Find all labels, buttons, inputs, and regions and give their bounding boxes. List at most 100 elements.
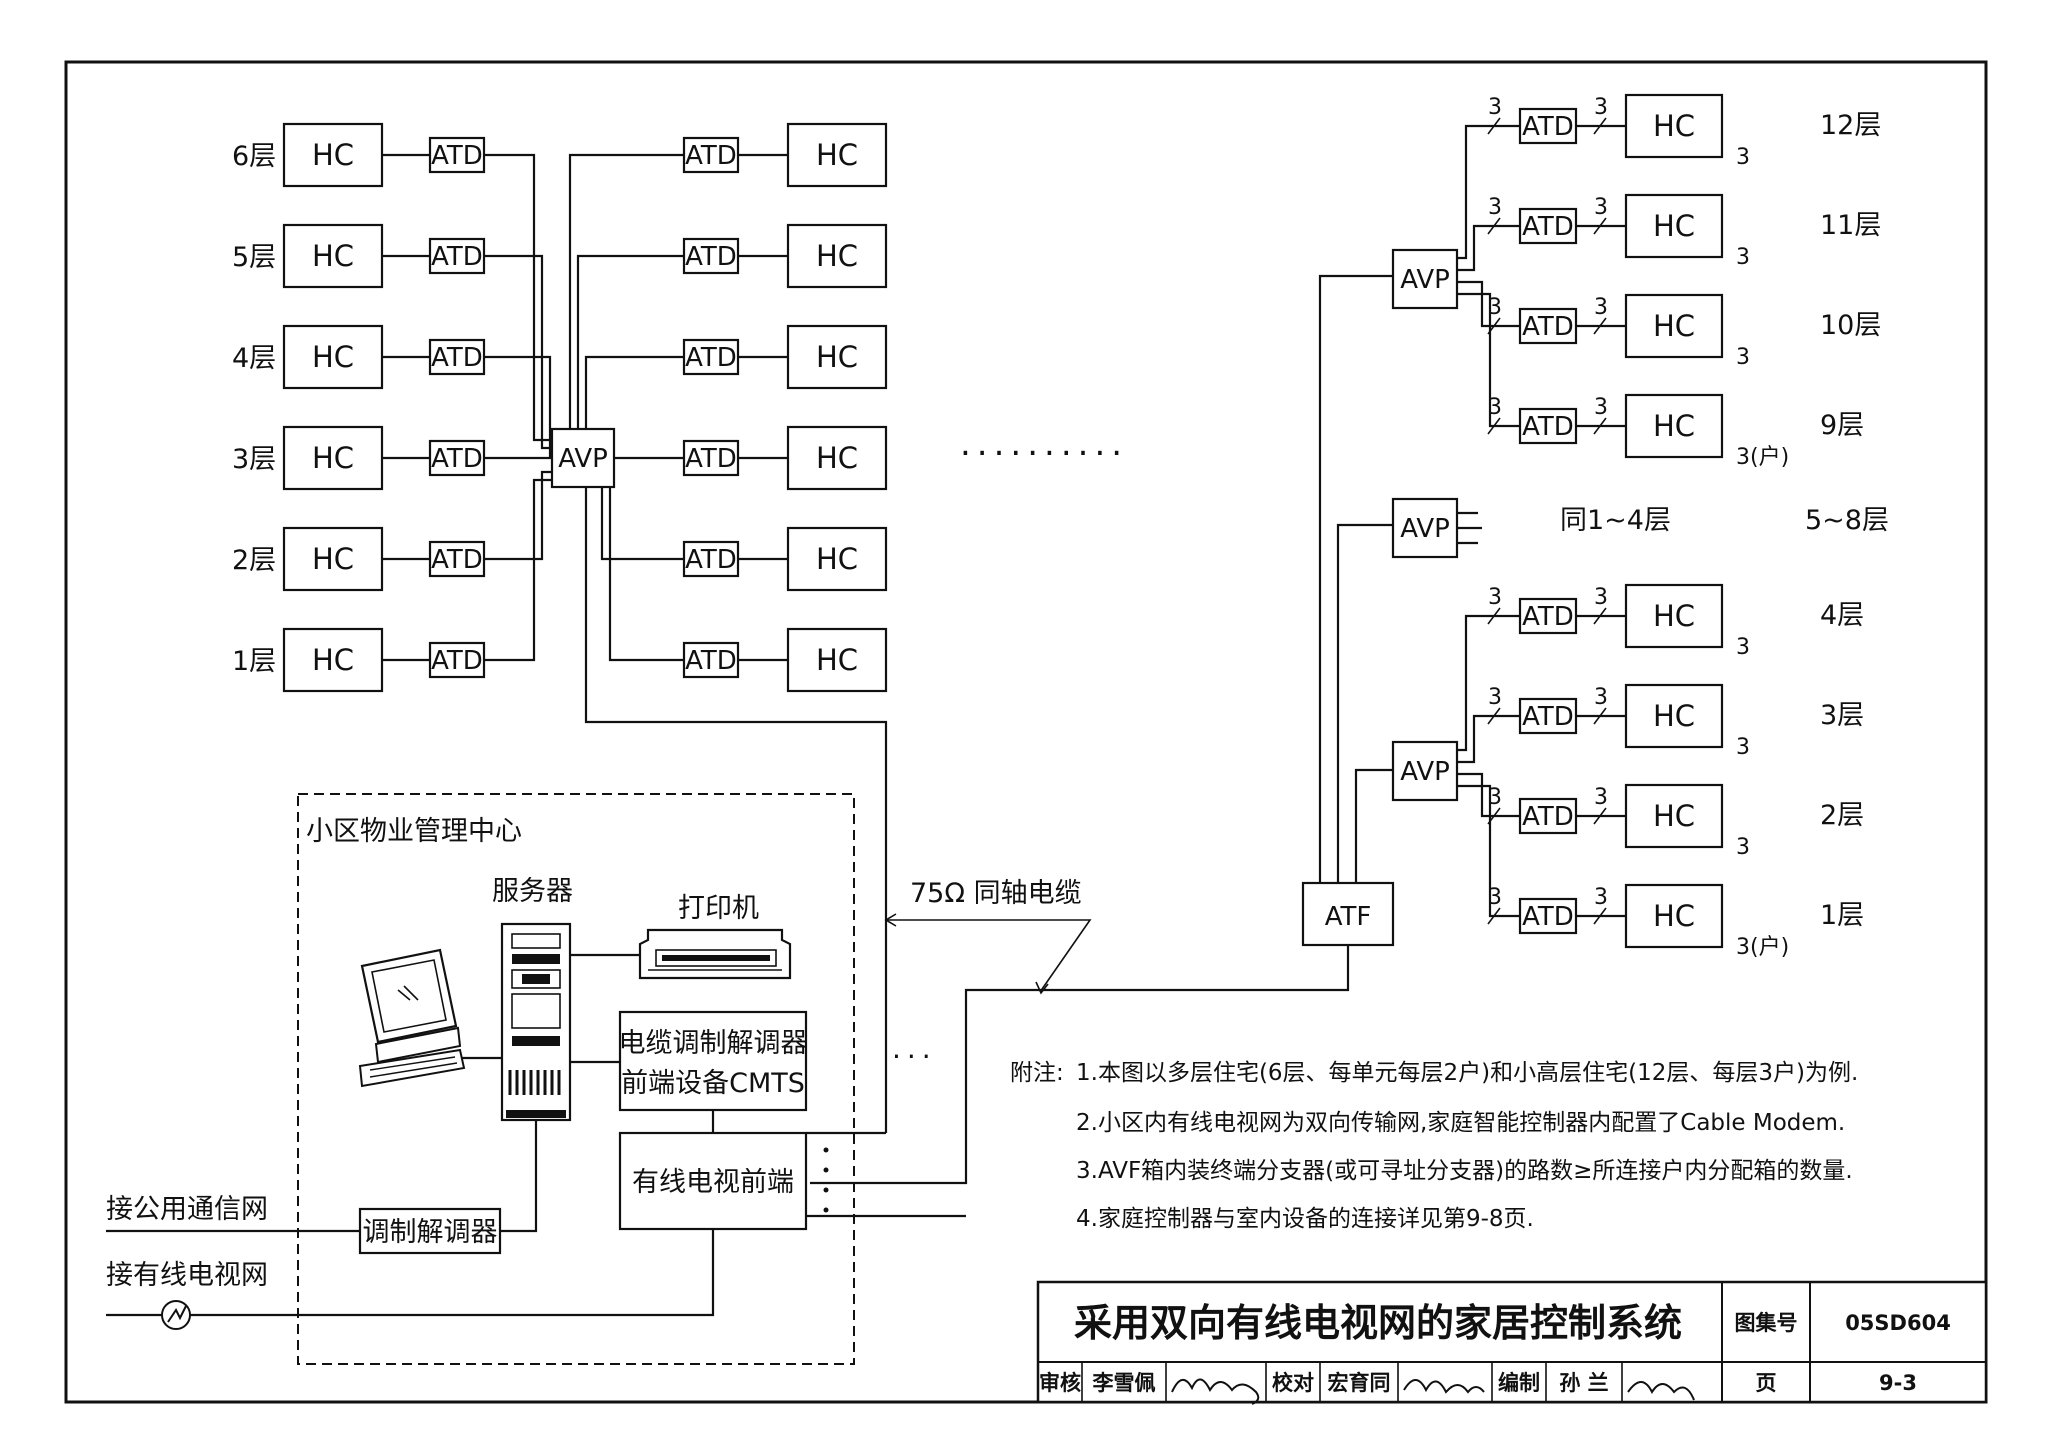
left-floor-label: 5层 [232, 242, 276, 273]
hr-atd-box [1518, 697, 1578, 735]
cable-count-slash [1487, 607, 1501, 625]
atlas-number: 05SD604 [1845, 1311, 1951, 1335]
avp-to-right-atd [568, 153, 684, 429]
cable-count: 3 [1488, 195, 1502, 220]
left-hc-label: HC [312, 340, 354, 374]
right-hc-box [786, 223, 888, 289]
cmts-line2: 前端设备CMTS [621, 1068, 805, 1099]
household-count: 3 [1736, 245, 1750, 270]
cable-count: 3 [1488, 585, 1502, 610]
right-hc-box [786, 122, 888, 188]
right-atd-label: ATD [685, 444, 737, 474]
household-count: 3(户) [1736, 445, 1789, 470]
server-to-modem [500, 1120, 538, 1233]
cable-count-slash [1487, 117, 1501, 135]
cable-count: 3 [1594, 685, 1608, 710]
avp-to-right-atd [584, 355, 684, 429]
atlas-label: 图集号 [1735, 1311, 1798, 1335]
cable-count-slash [1593, 807, 1607, 825]
hr-atd-label: ATD [1522, 412, 1574, 442]
hr-hc-label: HC [1653, 699, 1695, 733]
hr-hc-label: HC [1653, 309, 1695, 343]
server-label: 服务器 [492, 876, 573, 907]
cable-count-slash [1593, 217, 1607, 235]
hr-hc-box [1624, 293, 1724, 359]
cable-count-slash [1593, 417, 1607, 435]
cable-count: 3 [1594, 195, 1608, 220]
drawing-title: 采用双向有线电视网的家居控制系统 [1074, 1301, 1682, 1345]
left-hc-label: HC [312, 542, 354, 576]
cable-count: 3 [1594, 785, 1608, 810]
right-hc-label: HC [816, 340, 858, 374]
left-floor-label: 1层 [232, 646, 276, 677]
left-atd-box [428, 540, 486, 578]
avp-branch [1457, 292, 1520, 428]
left-atd-label: ATD [431, 242, 483, 272]
right-hc-box [786, 627, 888, 693]
cable-count: 3 [1594, 585, 1608, 610]
hr-atd-label: ATD [1522, 212, 1574, 242]
left-atd-to-avp [484, 478, 552, 662]
drafter-name: 孙 兰 [1559, 1371, 1608, 1395]
cable-count-slash [1593, 317, 1607, 335]
cable-count: 3 [1488, 295, 1502, 320]
right-atd-label: ATD [685, 141, 737, 171]
cable-count-slash [1593, 707, 1607, 725]
cable-count: 3 [1488, 885, 1502, 910]
hr-hc-label: HC [1653, 599, 1695, 633]
left-hc-box [282, 526, 384, 592]
hr-atd-box [1518, 207, 1578, 245]
right-atd-box [682, 136, 740, 174]
hr-atd-box [1518, 407, 1578, 445]
atf-feeder-middle [1336, 523, 1393, 883]
left-atd-label: ATD [431, 343, 483, 373]
household-count: 3 [1736, 635, 1750, 660]
catv-net-line [106, 1229, 715, 1317]
hr-hc-box [1624, 683, 1724, 749]
right-avp-middle-label: AVP [1400, 514, 1450, 544]
household-count: 3 [1736, 145, 1750, 170]
hr-atd-label: ATD [1522, 902, 1574, 932]
draw-label: 编制 [1498, 1371, 1540, 1395]
cable-count: 3 [1594, 395, 1608, 420]
modem-label: 调制解调器 [363, 1217, 498, 1248]
workstation-icon [358, 948, 466, 1088]
note-4: 4.家庭控制器与室内设备的连接详见第9-8页. [1076, 1206, 1534, 1232]
cable-count: 3 [1594, 95, 1608, 120]
cable-count-slash [1593, 907, 1607, 925]
left-hc-label: HC [312, 441, 354, 475]
cable-count: 3 [1594, 295, 1608, 320]
hr-atd-box [1518, 307, 1578, 345]
left-floor-label: 2层 [232, 545, 276, 576]
left-hc-box [282, 425, 384, 491]
avp-branch [1457, 224, 1520, 272]
household-count: 3(户) [1736, 935, 1789, 960]
hr-floor-label: 3层 [1820, 700, 1864, 731]
right-atd-label: ATD [685, 545, 737, 575]
cmts-line1: 电缆调制解调器 [619, 1028, 808, 1059]
right-avp-lower [1391, 740, 1459, 802]
hr-floor-label: 12层 [1820, 110, 1881, 141]
household-count: 3 [1736, 735, 1750, 760]
hr-atd-label: ATD [1522, 702, 1574, 732]
cable-count: 3 [1594, 885, 1608, 910]
atf-feeder-upper [1318, 274, 1393, 883]
household-count: 3 [1736, 345, 1750, 370]
hr-atd-box [1518, 797, 1578, 835]
right-hc-label: HC [816, 441, 858, 475]
headend-box [618, 1131, 808, 1231]
cable-callout-arrow-1 [884, 913, 897, 927]
cable-callout-line-1 [885, 919, 1092, 993]
hr-hc-label: HC [1653, 209, 1695, 243]
right-atd-box [682, 439, 740, 477]
hr-hc-box [1624, 883, 1724, 949]
reviewer-name: 李雪佩 [1092, 1371, 1156, 1395]
hr-hc-box [1624, 583, 1724, 649]
check-label: 校对 [1272, 1371, 1314, 1395]
left-avp-label: AVP [558, 444, 608, 474]
headend-dots-right: ... [892, 1032, 937, 1065]
cable-count-slash [1487, 707, 1501, 725]
note-2: 2.小区内有线电视网为双向传输网,家庭智能控制器内配置了Cable Modem. [1076, 1110, 1845, 1136]
right-hc-box [786, 526, 888, 592]
